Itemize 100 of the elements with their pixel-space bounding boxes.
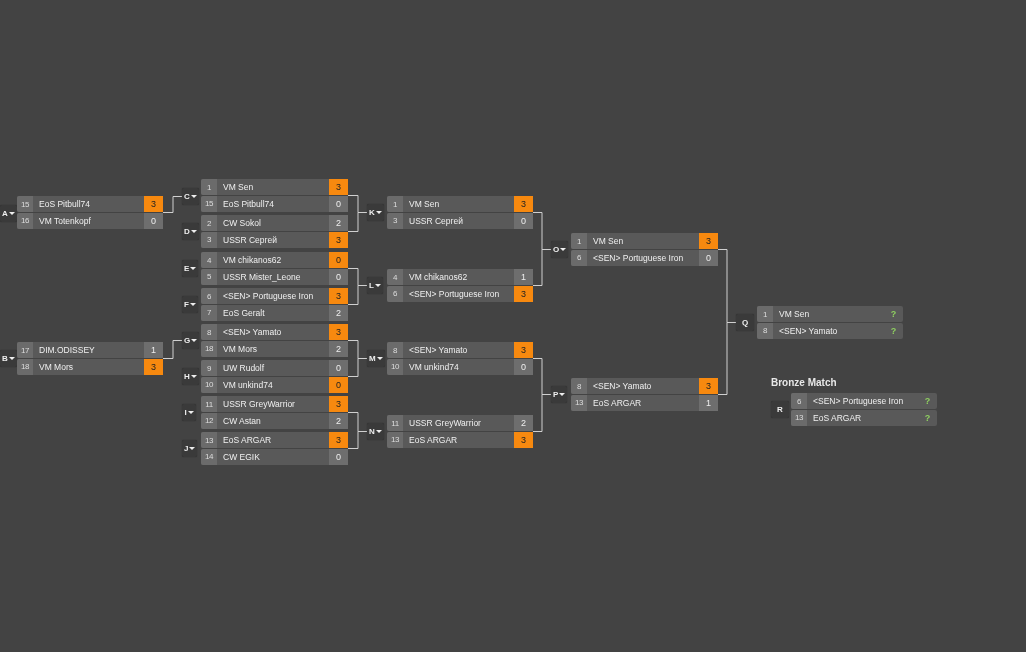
player-name: VM chikanos62 bbox=[408, 272, 469, 282]
match-dropdown-button: F bbox=[182, 296, 198, 313]
score: ? bbox=[923, 411, 932, 425]
score: ? bbox=[889, 308, 898, 321]
player-name: <SEN> Yamato bbox=[592, 381, 653, 391]
score: 2 bbox=[329, 304, 348, 321]
seed-number: 8 bbox=[571, 378, 587, 394]
score: 2 bbox=[329, 340, 348, 357]
player-name: CW Sokol bbox=[222, 218, 262, 228]
score: 3 bbox=[329, 396, 348, 412]
seed-number: 4 bbox=[387, 269, 403, 285]
seed-number: 6 bbox=[791, 393, 807, 409]
player-name: <SEN> Portuguese Iron bbox=[222, 291, 315, 301]
player-name: <SEN> Portuguese Iron bbox=[812, 396, 905, 406]
player-name: USSR GreyWarrior bbox=[408, 418, 482, 428]
seed-number: 12 bbox=[201, 412, 217, 429]
bracket-connector bbox=[162, 340, 183, 359]
player-name: UW Rudolf bbox=[222, 363, 266, 373]
score: 0 bbox=[329, 360, 348, 376]
score: 2 bbox=[514, 415, 533, 431]
seed-number: 18 bbox=[201, 340, 217, 357]
match-dropdown-button: D bbox=[182, 223, 199, 240]
player-name: <SEN> Portuguese Iron bbox=[408, 288, 501, 299]
match-dropdown-button: L bbox=[367, 277, 383, 294]
match-tag: Q bbox=[736, 314, 754, 331]
score: 3 bbox=[144, 358, 163, 375]
player-name: CW EGIK bbox=[222, 451, 261, 462]
match-tag: R bbox=[771, 401, 789, 418]
player-name: <SEN> Yamato bbox=[408, 345, 469, 355]
score: 1 bbox=[144, 342, 163, 358]
score: 3 bbox=[514, 285, 533, 302]
seed-number: 10 bbox=[201, 376, 217, 393]
seed-number: 6 bbox=[571, 249, 587, 266]
match-dropdown-button: G bbox=[182, 332, 200, 349]
player-name: VM Sen bbox=[778, 309, 811, 319]
player-name: EoS ARGAR bbox=[812, 412, 863, 423]
match-dropdown-button: E bbox=[182, 260, 199, 277]
match-dropdown-button: J bbox=[182, 440, 198, 457]
seed-number: 16 bbox=[17, 212, 33, 229]
seed-number: 2 bbox=[201, 215, 217, 231]
score: 1 bbox=[699, 394, 718, 411]
seed-number: 11 bbox=[387, 415, 403, 431]
seed-number: 13 bbox=[387, 431, 403, 448]
match-dropdown-button: A bbox=[0, 205, 17, 222]
seed-number: 7 bbox=[201, 304, 217, 321]
seed-number: 8 bbox=[387, 342, 403, 358]
seed-number: 1 bbox=[201, 179, 217, 195]
player-name: USSR Сергей bbox=[222, 234, 278, 245]
score: 0 bbox=[329, 376, 348, 393]
seed-number: 9 bbox=[201, 360, 217, 376]
seed-number: 8 bbox=[757, 322, 773, 339]
match-dropdown-button: P bbox=[551, 386, 568, 403]
player-name: USSR Сергей bbox=[408, 215, 464, 226]
match-dropdown-button: K bbox=[367, 204, 384, 221]
score: 1 bbox=[514, 269, 533, 285]
score: 3 bbox=[514, 431, 533, 448]
score: 3 bbox=[329, 432, 348, 448]
bracket-connector bbox=[162, 196, 183, 213]
player-name: EoS Pitbull74 bbox=[38, 199, 92, 209]
seed-number: 13 bbox=[201, 432, 217, 448]
player-name: VM Sen bbox=[592, 236, 625, 246]
match-dropdown-button: M bbox=[367, 350, 385, 367]
player-name: VM Sen bbox=[222, 182, 255, 192]
player-name: EoS ARGAR bbox=[222, 435, 273, 445]
seed-number: 6 bbox=[387, 285, 403, 302]
match-dropdown-button: O bbox=[551, 241, 569, 258]
score: 3 bbox=[699, 233, 718, 249]
player-name: VM chikanos62 bbox=[222, 255, 283, 265]
score: 2 bbox=[329, 215, 348, 231]
seed-number: 13 bbox=[791, 409, 807, 426]
seed-number: 15 bbox=[201, 195, 217, 212]
seed-number: 4 bbox=[201, 252, 217, 268]
bracket-connector bbox=[347, 358, 368, 377]
seed-number: 6 bbox=[201, 288, 217, 304]
match-dropdown-button: C bbox=[182, 188, 199, 205]
match-dropdown-button: B bbox=[0, 350, 17, 367]
player-name: EoS Geralt bbox=[222, 307, 266, 318]
player-name: VM Mors bbox=[38, 361, 74, 372]
seed-number: 3 bbox=[201, 231, 217, 248]
score: 3 bbox=[144, 196, 163, 212]
score: 0 bbox=[699, 249, 718, 266]
seed-number: 3 bbox=[387, 212, 403, 229]
player-name: <SEN> Yamato bbox=[222, 327, 283, 337]
seed-number: 15 bbox=[17, 196, 33, 212]
score: ? bbox=[923, 395, 932, 408]
score: 2 bbox=[329, 412, 348, 429]
seed-number: 10 bbox=[387, 358, 403, 375]
score: 3 bbox=[329, 324, 348, 340]
score: 3 bbox=[699, 378, 718, 394]
score: 0 bbox=[144, 212, 163, 229]
seed-number: 1 bbox=[757, 306, 773, 322]
player-name: VM unkind74 bbox=[222, 379, 274, 390]
seed-number: 5 bbox=[201, 268, 217, 285]
seed-number: 11 bbox=[201, 396, 217, 412]
player-name: DIM.ODISSEY bbox=[38, 345, 96, 355]
score: 0 bbox=[329, 252, 348, 268]
player-name: CW Astan bbox=[222, 415, 262, 426]
player-name: VM Sen bbox=[408, 199, 441, 209]
player-name: USSR Mister_Leone bbox=[222, 271, 302, 282]
player-name: EoS ARGAR bbox=[592, 397, 643, 408]
